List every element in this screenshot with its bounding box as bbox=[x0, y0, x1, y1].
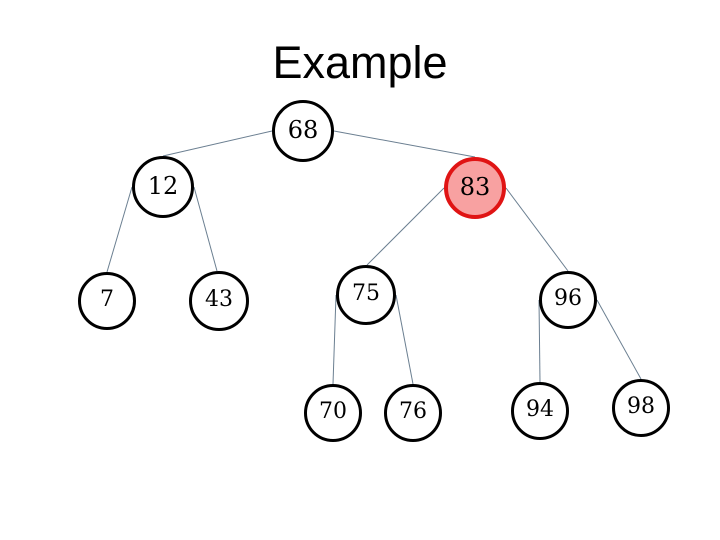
node-value: 12 bbox=[147, 172, 179, 200]
edge-68-83 bbox=[333, 130, 476, 158]
edge-83-75 bbox=[366, 187, 445, 266]
node-value: 75 bbox=[352, 281, 380, 306]
tree-node-70: 70 bbox=[304, 384, 362, 442]
node-value: 7 bbox=[100, 287, 114, 312]
tree-node-68: 68 bbox=[272, 100, 334, 162]
edge-12-7 bbox=[106, 186, 133, 273]
node-value: 83 bbox=[459, 173, 491, 201]
edge-68-12 bbox=[162, 130, 273, 157]
tree-node-43: 43 bbox=[189, 271, 249, 331]
edge-83-96 bbox=[505, 187, 569, 272]
node-value: 94 bbox=[526, 397, 554, 422]
slide-title: Example bbox=[272, 37, 448, 88]
node-value: 98 bbox=[627, 394, 655, 419]
tree-node-76: 76 bbox=[384, 384, 442, 442]
tree-node-98: 98 bbox=[612, 379, 670, 437]
node-value: 43 bbox=[205, 287, 233, 312]
edge-96-94 bbox=[538, 299, 541, 383]
tree-node-94: 94 bbox=[511, 382, 569, 440]
tree-node-12: 12 bbox=[132, 156, 194, 218]
tree-node-96: 96 bbox=[539, 271, 597, 329]
node-value: 68 bbox=[287, 116, 319, 144]
edge-96-98 bbox=[596, 299, 642, 380]
node-value: 70 bbox=[319, 399, 347, 424]
tree-node-7: 7 bbox=[78, 272, 136, 330]
tree-node-83: 83 bbox=[444, 157, 506, 219]
tree-node-75: 75 bbox=[336, 265, 396, 325]
edge-75-70 bbox=[332, 294, 337, 385]
node-value: 76 bbox=[399, 399, 427, 424]
edge-75-76 bbox=[395, 294, 414, 385]
edge-12-43 bbox=[193, 186, 218, 272]
node-value: 96 bbox=[554, 286, 582, 311]
